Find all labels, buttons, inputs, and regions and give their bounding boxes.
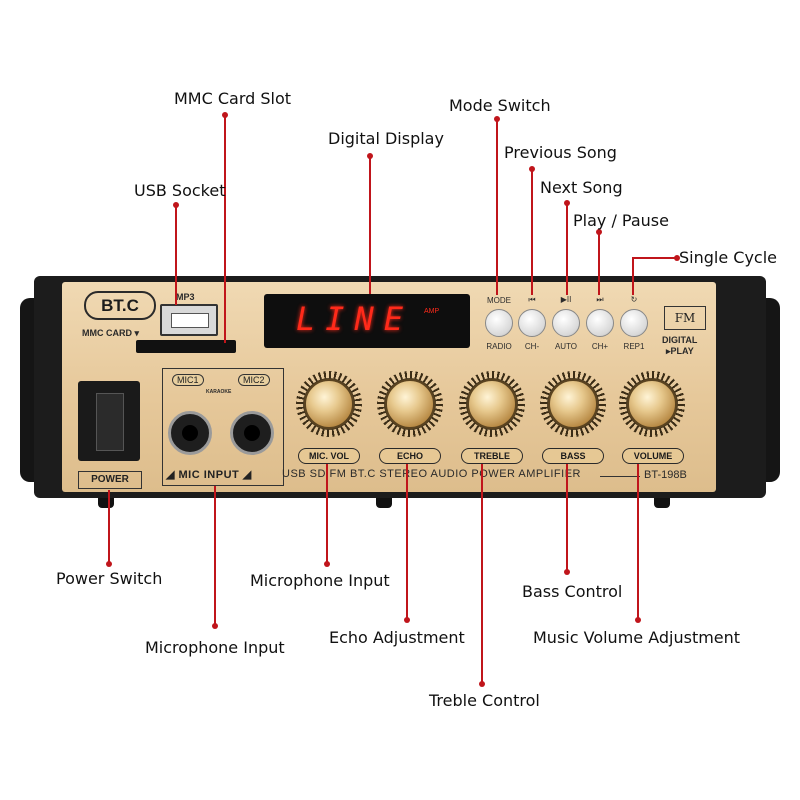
leader-usb-socket: [175, 205, 177, 305]
usb-port-icon: [171, 313, 209, 328]
mic1-jack[interactable]: [168, 411, 212, 455]
callout-mmc-card-slot: MMC Card Slot: [174, 89, 292, 108]
power-rocker-icon: [96, 393, 124, 451]
callout-next-song: Next Song: [540, 178, 623, 197]
bass-label: BASS: [542, 448, 604, 464]
ch-minus-label: CH-: [524, 342, 540, 351]
jack-hole: [244, 425, 260, 441]
model-description: USB SD FM BT.C STEREO AUDIO POWER AMPLIF…: [282, 468, 581, 480]
treble-label: TREBLE: [461, 448, 523, 464]
leader-mode-switch: [496, 119, 498, 295]
callout-mode-switch: Mode Switch: [449, 96, 551, 115]
single-cycle-button[interactable]: [620, 309, 648, 337]
mic-volume-knob[interactable]: [304, 379, 354, 429]
callout-previous-song: Previous Song: [504, 143, 617, 162]
next-song-button[interactable]: [586, 309, 614, 337]
callout-music-volume-adjustment: Music Volume Adjustment: [533, 628, 741, 647]
echo-knob[interactable]: [385, 379, 435, 429]
mode-button[interactable]: [485, 309, 513, 337]
leader-echo: [406, 464, 408, 620]
mic2-tag: MIC2: [238, 374, 270, 386]
callout-treble-control: Treble Control: [429, 691, 540, 710]
leader-dot: [404, 617, 410, 623]
callout-microphone-input-2: Microphone Input: [145, 638, 285, 657]
callout-single-cycle: Single Cycle: [679, 248, 777, 267]
leader-play-pause: [598, 232, 600, 295]
prev-label: ⏮: [528, 295, 536, 304]
foot: [98, 498, 114, 508]
callout-microphone-input-1: Microphone Input: [250, 571, 390, 590]
leader-dot: [212, 623, 218, 629]
mic-input-label: ◢ MIC INPUT ◢: [166, 469, 252, 481]
repeat-label: ↻: [630, 295, 638, 304]
foot: [376, 498, 392, 508]
leader-treble: [481, 464, 483, 684]
mmc-card-label: MMC CARD ▾: [82, 328, 140, 338]
leader-dot: [324, 561, 330, 567]
power-switch[interactable]: [78, 381, 140, 461]
jack-hole: [182, 425, 198, 441]
digital-display: LINE AMP: [264, 294, 470, 348]
echo-label: ECHO: [379, 448, 441, 464]
mmc-card-slot[interactable]: [136, 340, 236, 353]
callout-play-pause: Play / Pause: [573, 211, 669, 230]
leader-dot: [674, 255, 680, 261]
fm-badge: FM: [664, 306, 706, 330]
callout-usb-socket: USB Socket: [134, 181, 226, 200]
radio-label: RADIO: [486, 342, 512, 351]
play-pause-button[interactable]: [552, 309, 580, 337]
previous-song-button[interactable]: [518, 309, 546, 337]
leader-mmc-card-slot: [224, 115, 226, 343]
auto-label: AUTO: [554, 342, 578, 351]
foot: [654, 498, 670, 508]
mic-vol-label: MIC. VOL: [298, 448, 360, 464]
model-number: BT-198B: [644, 469, 687, 481]
brand-logo: BT.C: [84, 291, 156, 320]
play-label: ▶II: [560, 295, 572, 304]
leader-dot: [479, 681, 485, 687]
leader-previous-song: [531, 169, 533, 295]
usb-socket[interactable]: [160, 304, 218, 336]
callout-bass-control: Bass Control: [522, 582, 623, 601]
digital-label: DIGITAL: [662, 335, 698, 345]
leader-single-cycle: [632, 257, 676, 259]
karaoke-label: KARAOKE: [206, 389, 232, 395]
model-rule: [600, 476, 640, 477]
leader-single-cycle-drop: [632, 257, 634, 295]
display-readout: LINE: [296, 300, 414, 338]
leader-volume: [637, 464, 639, 620]
treble-knob[interactable]: [467, 379, 517, 429]
leader-dot: [106, 561, 112, 567]
leader-digital-display: [369, 156, 371, 294]
leader-power-switch: [108, 490, 110, 564]
next-label: ⏭: [596, 295, 604, 304]
leader-bass: [566, 464, 568, 572]
leader-dot: [635, 617, 641, 623]
bass-knob[interactable]: [548, 379, 598, 429]
rep1-label: REP1: [623, 342, 645, 351]
leader-next-song: [566, 203, 568, 295]
volume-knob[interactable]: [627, 379, 677, 429]
leader-dot: [564, 569, 570, 575]
leader-mic-volume: [326, 464, 328, 564]
callout-power-switch: Power Switch: [56, 569, 163, 588]
volume-label: VOLUME: [622, 448, 684, 464]
mode-label: MODE: [487, 296, 511, 305]
ch-plus-label: CH+: [591, 342, 609, 351]
callout-digital-display: Digital Display: [328, 129, 444, 148]
mic-input-frame: [162, 368, 284, 486]
mp3-label: MP3: [176, 292, 195, 302]
power-label: POWER: [78, 471, 142, 489]
mic2-jack[interactable]: [230, 411, 274, 455]
play-label-badge: ▸PLAY: [666, 346, 694, 356]
mic1-tag: MIC1: [172, 374, 204, 386]
display-sub-readout: AMP: [424, 308, 440, 315]
leader-mic-jacks: [214, 486, 216, 626]
callout-echo-adjustment: Echo Adjustment: [329, 628, 465, 647]
